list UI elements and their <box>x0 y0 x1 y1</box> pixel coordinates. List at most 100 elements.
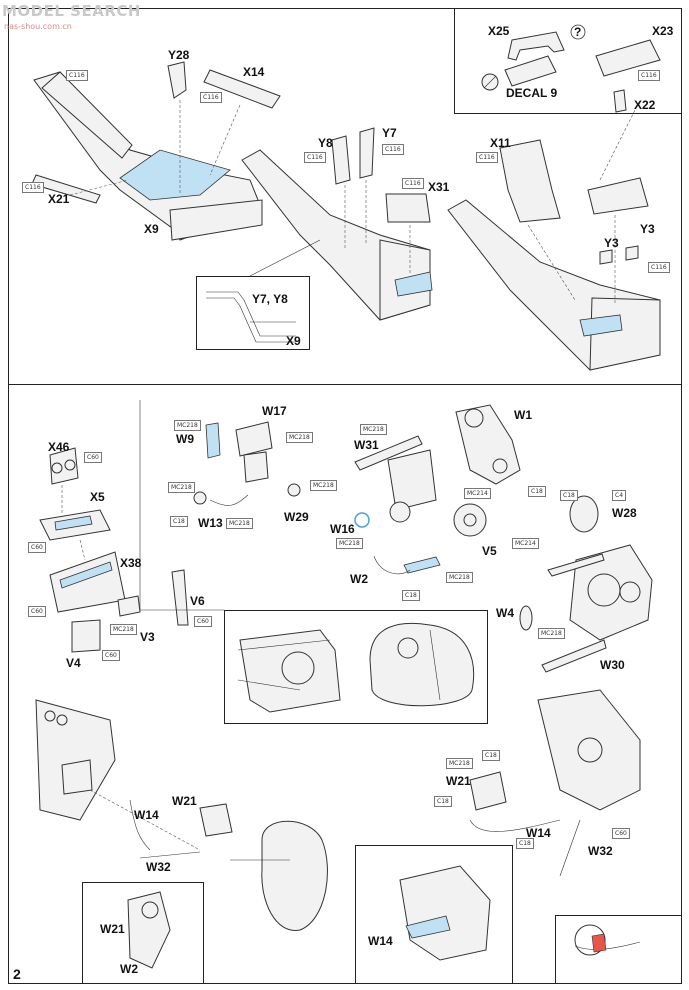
label-w17: W17 <box>262 404 287 418</box>
label-w14: W14 <box>134 808 159 822</box>
detail-y7-y8-box <box>196 276 310 350</box>
label-w14-detail: W14 <box>368 934 393 948</box>
ref-c18: C18 <box>170 516 188 527</box>
ref-c60: C60 <box>102 650 120 661</box>
ref-c18: C18 <box>516 838 534 849</box>
ref-c60: C60 <box>28 606 46 617</box>
label-y3-left: Y3 <box>604 236 619 250</box>
ref-c116: C116 <box>638 70 660 81</box>
label-x5: X5 <box>90 490 105 504</box>
label-x38: X38 <box>120 556 142 570</box>
ref-c116: C116 <box>402 178 424 189</box>
ref-mc214: MC214 <box>464 488 491 499</box>
label-w32-right: W32 <box>588 844 613 858</box>
label-w29: W29 <box>284 510 309 524</box>
label-x46: X46 <box>48 440 70 454</box>
label-v3: V3 <box>140 630 155 644</box>
ref-c116: C116 <box>66 70 88 81</box>
w32-detail-drawing <box>574 924 641 956</box>
ref-mc218: MC218 <box>286 432 313 443</box>
engine-mount-w1 <box>354 404 521 575</box>
ref-mc218: MC218 <box>360 424 387 435</box>
label-w4: W4 <box>496 606 514 620</box>
label-w2: W2 <box>350 572 368 586</box>
label-decal-9: DECAL 9 <box>506 86 558 100</box>
label-w31: W31 <box>354 438 379 452</box>
ref-mc218: MC218 <box>336 538 363 549</box>
label-v5: V5 <box>482 544 497 558</box>
label-w28: W28 <box>612 506 637 520</box>
ref-mc218: MC218 <box>538 628 565 639</box>
label-w9: W9 <box>176 432 194 446</box>
label-y7-y8: Y7, Y8 <box>252 292 288 306</box>
label-w13: W13 <box>198 516 223 530</box>
label-y7: Y7 <box>382 126 397 140</box>
label-w2-detail: W2 <box>120 962 138 976</box>
ref-c18: C18 <box>402 590 420 601</box>
ref-c60: C60 <box>612 828 630 839</box>
label-x11: X11 <box>490 136 511 150</box>
ref-mc218: MC218 <box>174 420 201 431</box>
ref-mc218: MC218 <box>446 758 473 769</box>
ref-c18: C18 <box>482 750 500 761</box>
ref-mc218: MC218 <box>168 482 195 493</box>
ref-c116: C116 <box>476 152 498 163</box>
radiator-w17-assembly <box>193 421 301 506</box>
label-x25: X25 <box>488 24 510 38</box>
ref-c116: C116 <box>200 92 222 103</box>
label-w1: W1 <box>514 408 532 422</box>
label-v6: V6 <box>190 594 205 608</box>
label-y8: Y8 <box>318 136 333 150</box>
cockpit-frame-lower <box>35 699 328 931</box>
ref-c60: C60 <box>84 452 102 463</box>
ref-c18: C18 <box>434 796 452 807</box>
w21-detail-drawing <box>127 891 171 969</box>
label-y28: Y28 <box>168 48 190 62</box>
label-x9-detail: X9 <box>286 334 301 348</box>
cockpit-tub-2 <box>241 127 433 321</box>
label-x23: X23 <box>652 24 674 38</box>
ref-c116: C116 <box>22 182 44 193</box>
ref-c116: C116 <box>648 262 670 273</box>
ref-c4: C4 <box>612 490 627 501</box>
cockpit-tub-3 <box>447 99 661 371</box>
label-w30: W30 <box>600 658 625 672</box>
label-w21-detail: W21 <box>100 922 125 936</box>
label-x22: X22 <box>634 98 656 112</box>
ref-c60: C60 <box>194 616 212 627</box>
engine-assembly-right <box>469 689 641 877</box>
engine-w28-assembly <box>519 495 653 673</box>
label-y3-right: Y3 <box>640 222 655 236</box>
w32-detail-box <box>555 915 682 984</box>
label-x31: X31 <box>428 180 450 194</box>
instrument-panel-assembly <box>39 447 189 653</box>
label-x21: X21 <box>48 192 70 206</box>
label-w16: W16 <box>330 522 355 536</box>
label-w21-right: W21 <box>446 774 471 788</box>
ref-mc218: MC218 <box>446 572 473 583</box>
ref-c116: C116 <box>304 152 326 163</box>
watermark-site: nas-shou.com.cn <box>4 22 72 31</box>
label-v4: V4 <box>66 656 81 670</box>
watermark-logo: MODEL SEARCH <box>2 2 141 20</box>
ref-c18: C18 <box>528 486 546 497</box>
label-w21: W21 <box>172 794 197 808</box>
ref-c18: C18 <box>560 490 578 501</box>
label-question: ? <box>574 25 582 39</box>
ref-mc218: MC218 <box>310 480 337 491</box>
label-w32: W32 <box>146 860 171 874</box>
detail-y7-y8-lines <box>206 291 296 343</box>
label-x14: X14 <box>243 65 265 79</box>
label-x9: X9 <box>144 222 159 236</box>
ref-mc218: MC218 <box>110 624 137 635</box>
engine-photo-illustrations <box>237 622 475 713</box>
decal-inset-parts <box>481 24 661 113</box>
ref-c116: C116 <box>382 144 404 155</box>
cockpit-tub-1 <box>31 61 281 241</box>
label-w14-right: W14 <box>526 826 551 840</box>
ref-mc218: MC218 <box>226 518 253 529</box>
w14-detail-drawing <box>399 865 491 961</box>
ref-mc214: MC214 <box>512 538 539 549</box>
ref-c60: C60 <box>28 542 46 553</box>
